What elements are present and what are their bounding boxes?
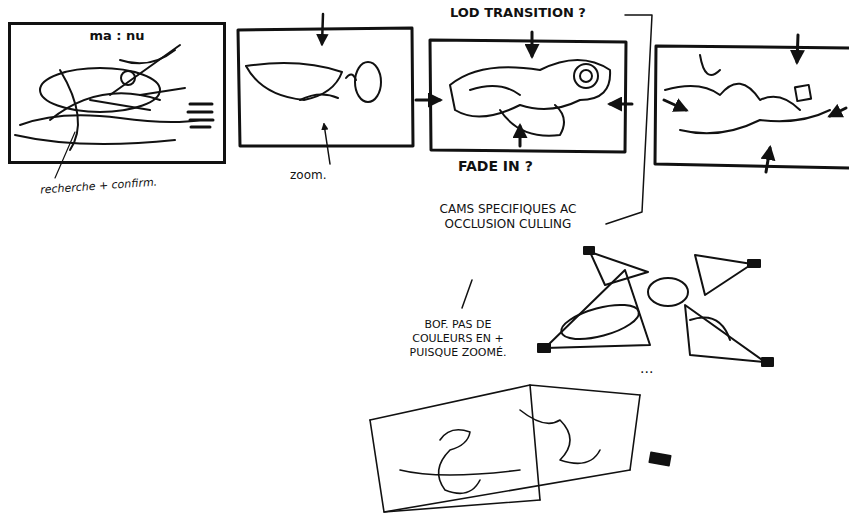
handwritten-note: BOF. PAS DE COULEURS EN + PUISQUE ZOOMÉ. bbox=[398, 318, 518, 359]
panel-scribble bbox=[238, 14, 413, 164]
camera-frustums bbox=[462, 247, 773, 366]
handwritten-note: ... bbox=[640, 360, 680, 378]
handwritten-note: recherche + confirm. bbox=[40, 172, 201, 197]
panel-scribble bbox=[416, 15, 652, 224]
handwritten-note: CAMS SPECIFIQUES AC OCCLUSION CULLING bbox=[428, 202, 588, 232]
storyboard-panel: ma : nu bbox=[8, 22, 226, 164]
handwritten-note: FADE IN ? bbox=[458, 158, 578, 176]
panel-scribble bbox=[15, 45, 213, 178]
handwritten-note: zoom. bbox=[290, 168, 370, 183]
panel-scribble bbox=[655, 35, 849, 172]
panel-title: ma : nu bbox=[11, 25, 223, 43]
handwritten-note: LOD TRANSITION ? bbox=[450, 5, 630, 21]
perspective-box bbox=[370, 385, 671, 512]
